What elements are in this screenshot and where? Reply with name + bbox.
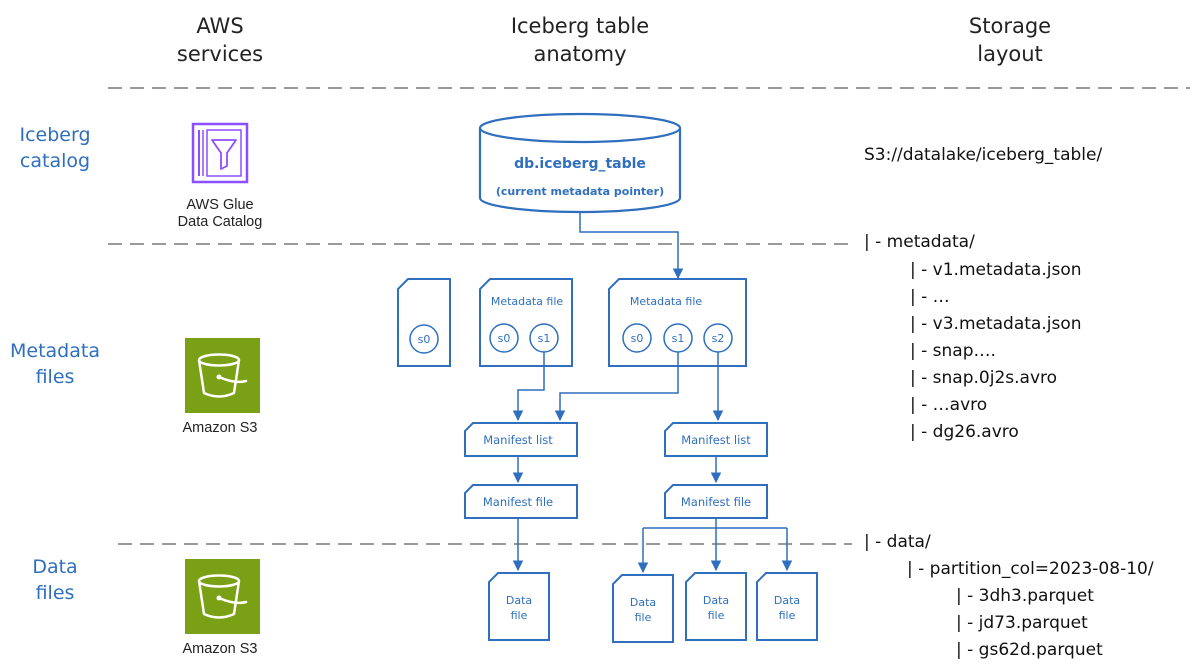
storage-metadata-dir: | - metadata/ bbox=[864, 232, 975, 252]
snapshot-circle bbox=[622, 323, 652, 353]
snapshot-label: s2 bbox=[712, 332, 725, 345]
data-file-label-line: file bbox=[635, 611, 652, 624]
storage-metadata-entry: | - dg26.avro bbox=[910, 422, 1019, 442]
data-file-label: Data file bbox=[703, 594, 729, 622]
glue-data-catalog-icon bbox=[191, 122, 249, 184]
data-file bbox=[612, 574, 674, 643]
snapshot-arrow bbox=[554, 352, 679, 422]
manifest-file bbox=[464, 484, 578, 519]
storage-partition: | - partition_col=2023-08-10/ bbox=[907, 559, 1154, 579]
data-file bbox=[488, 572, 550, 641]
snapshot-arrow bbox=[512, 352, 545, 422]
storage-metadata-entry: | - v3.metadata.json bbox=[910, 314, 1082, 334]
manifest-file-label: Manifest file bbox=[483, 495, 553, 509]
storage-metadata-entry: | - v1.metadata.json bbox=[910, 260, 1082, 280]
row-label-catalog: Iceberg catalog bbox=[19, 124, 91, 172]
row-label-data: Data files bbox=[32, 556, 78, 604]
manifest-file-label: Manifest file bbox=[681, 495, 751, 509]
data-file-label: Data file bbox=[774, 594, 800, 622]
pointer-arrow bbox=[579, 212, 684, 280]
s3-metadata-label: Amazon S3 bbox=[182, 420, 258, 436]
snapshot-label: s1 bbox=[538, 332, 551, 345]
storage-metadata-entry: | - snap…. bbox=[910, 341, 996, 361]
storage-data-dir: | - data/ bbox=[864, 532, 931, 552]
data-file bbox=[685, 572, 747, 641]
manifest-list-label: Manifest list bbox=[681, 433, 751, 447]
amazon-s3-icon bbox=[185, 338, 260, 413]
s3-data-label: Amazon S3 bbox=[182, 641, 258, 657]
row-label-metadata: Metadata files bbox=[10, 340, 100, 388]
manifest-list-label: Manifest list bbox=[483, 433, 553, 447]
snapshot-circle bbox=[489, 323, 519, 353]
metadata-file bbox=[479, 278, 573, 367]
manifest-list bbox=[464, 422, 578, 457]
data-file-label: Data file bbox=[506, 594, 532, 622]
storage-root: S3://datalake/iceberg_table/ bbox=[864, 145, 1103, 165]
data-file-label-line: file bbox=[511, 609, 528, 622]
snapshot-label: s1 bbox=[672, 332, 685, 345]
column-header-anatomy: Iceberg table anatomy bbox=[510, 14, 650, 66]
column-header-storage: Storage layout bbox=[968, 14, 1052, 66]
data-file-label-line: file bbox=[779, 609, 796, 622]
data-file-label-line: Data bbox=[506, 594, 532, 607]
storage-data-entry: | - gs62d.parquet bbox=[956, 640, 1103, 660]
data-file-label-line: Data bbox=[703, 594, 729, 607]
storage-data-entry: | - jd73.parquet bbox=[956, 613, 1088, 633]
storage-metadata-entry: | - snap.0j2s.avro bbox=[910, 368, 1058, 388]
snapshot-label: s0 bbox=[498, 332, 511, 345]
storage-metadata-entry: | - … bbox=[910, 287, 950, 307]
table-cylinder bbox=[478, 112, 682, 214]
data-file bbox=[756, 572, 818, 641]
data-file-label-line: file bbox=[708, 609, 725, 622]
table-name: db.iceberg_table bbox=[514, 156, 646, 172]
snapshot-label: s0 bbox=[418, 333, 431, 346]
glue-label: AWS Glue Data Catalog bbox=[177, 197, 263, 230]
amazon-s3-icon bbox=[185, 559, 260, 634]
data-file-label-line: Data bbox=[630, 596, 656, 609]
data-file-label: Data file bbox=[630, 596, 656, 624]
column-header-services: AWS services bbox=[176, 14, 264, 66]
snapshot-label: s0 bbox=[631, 332, 644, 345]
data-file-label-line: Data bbox=[774, 594, 800, 607]
table-pointer: (current metadata pointer) bbox=[496, 185, 664, 198]
snapshot-circle bbox=[409, 324, 439, 354]
metadata-file-title: Metadata file bbox=[630, 295, 703, 308]
storage-data-entry: | - 3dh3.parquet bbox=[956, 586, 1094, 606]
storage-metadata-entry: | - …avro bbox=[910, 395, 988, 415]
metadata-file-title: Metadata file bbox=[491, 295, 564, 308]
